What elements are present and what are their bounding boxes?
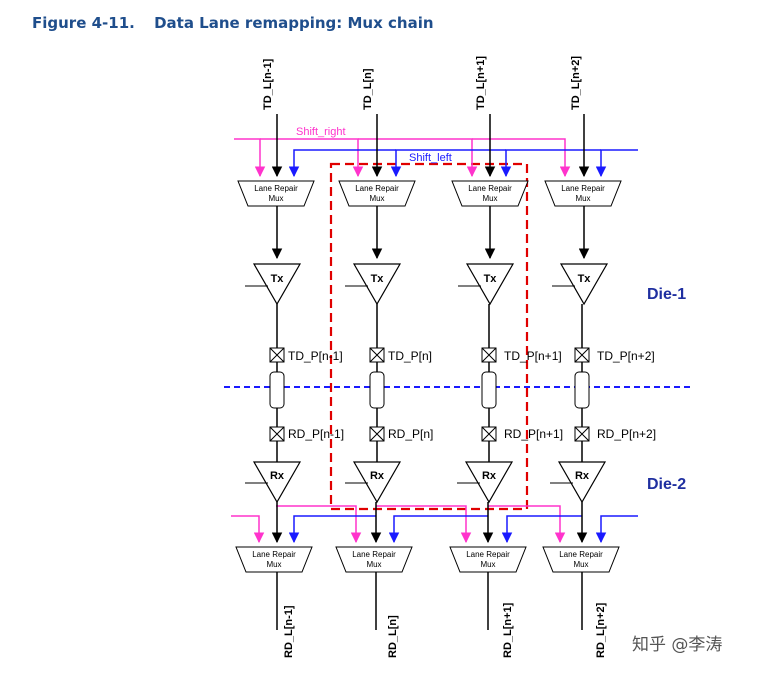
td-p-label: TD_P[n-1] bbox=[288, 349, 343, 363]
lane-repair-mux bbox=[449, 546, 527, 573]
figure-number: Figure 4-11. bbox=[32, 14, 135, 32]
tx-driver bbox=[465, 263, 515, 306]
lane-repair-mux bbox=[235, 546, 313, 573]
td-l-label: TD_L[n] bbox=[362, 68, 374, 110]
rd-pad bbox=[269, 426, 285, 442]
svg-text:Lane Repair: Lane Repair bbox=[561, 184, 605, 193]
figure-title: Data Lane remapping: Mux chain bbox=[154, 14, 434, 32]
svg-text:Lane Repair: Lane Repair bbox=[466, 550, 510, 559]
td-pad bbox=[574, 347, 590, 363]
lane-n-plus-1: TD_L[n+1] Lane Repair Mux Tx TD_P[n+1] R… bbox=[449, 56, 563, 658]
tx-driver bbox=[559, 263, 609, 306]
rx-receiver bbox=[464, 461, 514, 504]
bump bbox=[269, 371, 285, 409]
svg-text:Rx: Rx bbox=[370, 470, 385, 482]
bump bbox=[369, 371, 385, 409]
shift-right-bus-top bbox=[234, 138, 571, 178]
rd-l-label: RD_L[n+1] bbox=[502, 602, 514, 658]
svg-text:Rx: Rx bbox=[575, 470, 590, 482]
rd-l-label: RD_L[n+2] bbox=[595, 602, 607, 658]
highlight-box bbox=[329, 162, 529, 511]
lane-repair-mux bbox=[544, 180, 622, 207]
tx-driver bbox=[252, 263, 302, 306]
td-pad bbox=[269, 347, 285, 363]
svg-text:Tx: Tx bbox=[484, 273, 498, 285]
figure-caption: Figure 4-11. Data Lane remapping: Mux ch… bbox=[32, 14, 434, 32]
td-l-label: TD_L[n+2] bbox=[570, 56, 582, 110]
rd-pad bbox=[574, 426, 590, 442]
shift-right-bus-bottom bbox=[231, 505, 566, 544]
svg-text:Tx: Tx bbox=[271, 273, 285, 285]
td-l-label: TD_L[n+1] bbox=[475, 56, 487, 110]
svg-text:Mux: Mux bbox=[575, 194, 590, 203]
watermark: 知乎 @李涛 bbox=[632, 635, 722, 655]
rd-p-label: RD_P[n] bbox=[388, 427, 433, 441]
svg-text:Mux: Mux bbox=[266, 560, 281, 569]
svg-text:Mux: Mux bbox=[573, 560, 588, 569]
td-p-label: TD_P[n] bbox=[388, 349, 432, 363]
svg-text:Lane Repair: Lane Repair bbox=[254, 184, 298, 193]
tx-driver bbox=[352, 263, 402, 306]
svg-text:Tx: Tx bbox=[578, 273, 592, 285]
lane-n-plus-2: TD_L[n+2] Lane Repair Mux Tx TD_P[n+2] R… bbox=[542, 56, 656, 658]
td-pad bbox=[481, 347, 497, 363]
svg-text:Rx: Rx bbox=[270, 470, 285, 482]
die-2-label: Die-2 bbox=[647, 476, 686, 493]
td-pad bbox=[369, 347, 385, 363]
svg-text:Mux: Mux bbox=[369, 194, 384, 203]
lane-repair-mux bbox=[335, 546, 413, 573]
td-p-label: TD_P[n+2] bbox=[597, 349, 655, 363]
svg-text:Mux: Mux bbox=[480, 560, 495, 569]
lane-n: TD_L[n] Lane Repair Mux Tx TD_P[n] RD_P[… bbox=[335, 68, 433, 658]
rd-p-label: RD_P[n-1] bbox=[288, 427, 344, 441]
rd-l-label: RD_L[n-1] bbox=[283, 605, 295, 658]
svg-text:Lane Repair: Lane Repair bbox=[352, 550, 396, 559]
lane-repair-mux bbox=[237, 180, 315, 207]
svg-text:Lane Repair: Lane Repair bbox=[252, 550, 296, 559]
td-l-label: TD_L[n-1] bbox=[262, 58, 274, 110]
die-1-label: Die-1 bbox=[647, 286, 686, 303]
svg-text:Lane Repair: Lane Repair bbox=[559, 550, 603, 559]
rd-l-label: RD_L[n] bbox=[387, 615, 399, 658]
svg-text:Lane Repair: Lane Repair bbox=[468, 184, 512, 193]
lane-repair-mux bbox=[338, 180, 416, 207]
shift-right-label: Shift_right bbox=[296, 126, 346, 138]
rd-p-label: RD_P[n+2] bbox=[597, 427, 656, 441]
svg-text:Mux: Mux bbox=[268, 194, 283, 203]
lane-n-minus-1: TD_L[n-1] Lane Repair Mux Tx TD_P[n-1] R… bbox=[235, 58, 344, 658]
bump bbox=[481, 371, 497, 409]
rx-receiver bbox=[252, 461, 302, 504]
shift-left-label: Shift_left bbox=[409, 152, 452, 164]
rd-pad bbox=[481, 426, 497, 442]
svg-text:Lane Repair: Lane Repair bbox=[355, 184, 399, 193]
rd-p-label: RD_P[n+1] bbox=[504, 427, 563, 441]
rx-receiver bbox=[352, 461, 402, 504]
td-p-label: TD_P[n+1] bbox=[504, 349, 562, 363]
shift-left-bus-bottom bbox=[288, 515, 638, 544]
shift-left-bus-top bbox=[288, 149, 638, 178]
svg-text:Mux: Mux bbox=[366, 560, 381, 569]
svg-text:Tx: Tx bbox=[371, 273, 385, 285]
lane-repair-mux bbox=[451, 180, 529, 207]
rx-receiver bbox=[557, 461, 607, 504]
rd-pad bbox=[369, 426, 385, 442]
svg-text:Mux: Mux bbox=[482, 194, 497, 203]
lane-repair-mux bbox=[542, 546, 620, 573]
svg-text:Rx: Rx bbox=[482, 470, 497, 482]
bump bbox=[574, 371, 590, 409]
